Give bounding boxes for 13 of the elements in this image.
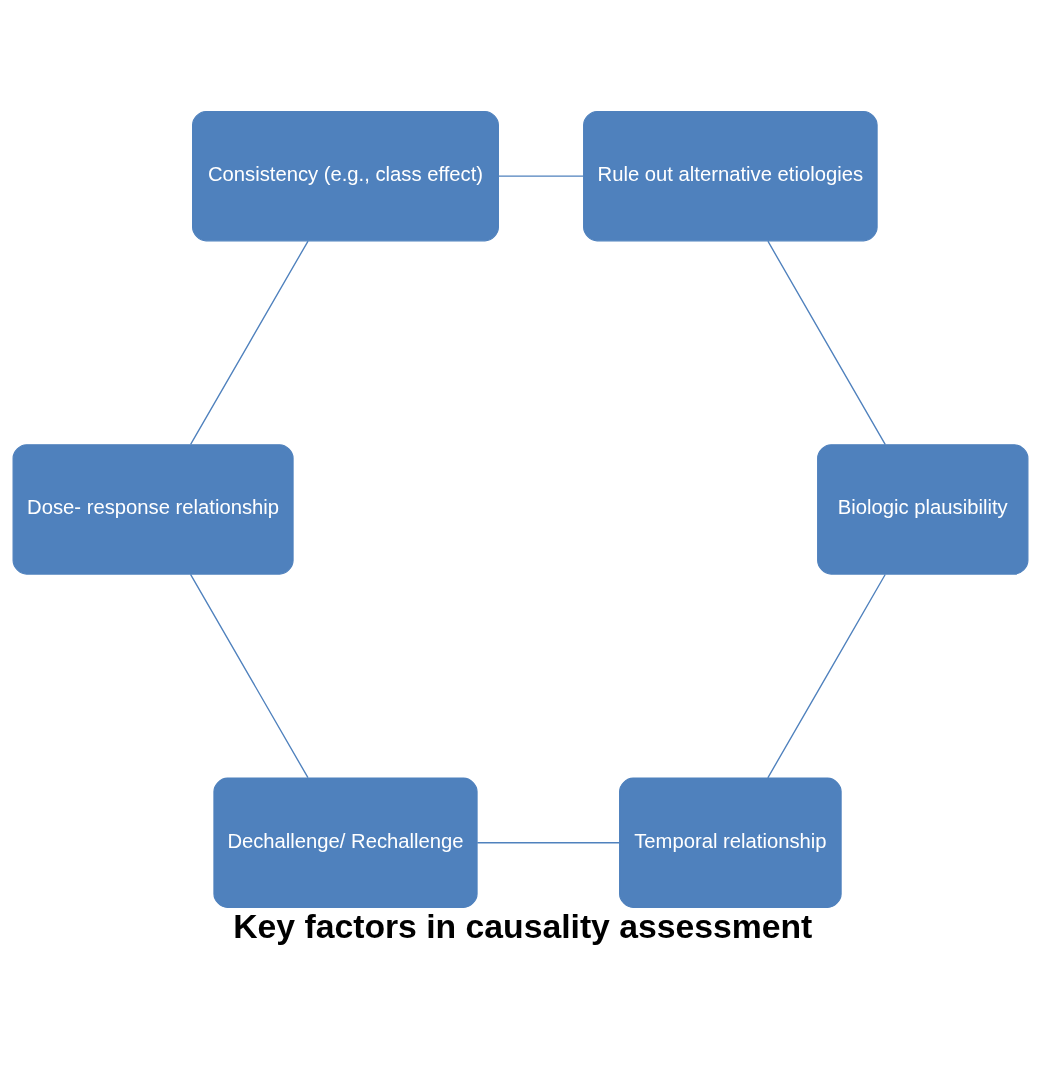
connector xyxy=(498,175,584,177)
node-box: Rule out alternative etiologies xyxy=(583,110,878,242)
connector xyxy=(767,240,886,446)
connector xyxy=(189,240,309,446)
node-box: Dose- response relationship xyxy=(12,444,294,575)
connector xyxy=(189,573,309,779)
node-box: Dechallenge/ Rechallenge xyxy=(213,777,478,908)
diagram-title: Key factors in causality assessment xyxy=(233,906,813,945)
connector xyxy=(767,573,886,779)
node-box: Biologic plausibility xyxy=(817,444,1029,575)
connector xyxy=(476,842,621,844)
node-box: Temporal relationship xyxy=(619,777,842,908)
node-box: Consistency (e.g., class effect) xyxy=(192,110,499,242)
